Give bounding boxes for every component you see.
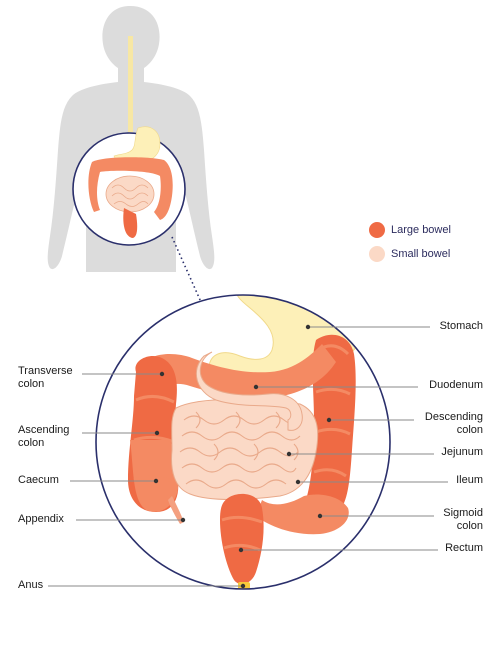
label-ileum: Ileum <box>456 474 483 486</box>
label-rectum: Rectum <box>445 542 483 554</box>
label-sigmoid-colon-line1: Sigmoid <box>443 507 483 519</box>
label-caecum: Caecum <box>18 474 59 486</box>
legend-small-bowel-label: Small bowel <box>391 248 451 260</box>
label-anus: Anus <box>18 579 44 591</box>
zoom-connector <box>171 236 202 303</box>
label-ascending-colon-line1: Ascending <box>18 424 70 436</box>
label-jejunum: Jejunum <box>441 446 483 458</box>
legend-small-bowel: Small bowel <box>369 246 450 262</box>
leader-lines <box>48 326 448 587</box>
leader-dots <box>153 324 332 589</box>
label-sigmoid-colon-line2: colon <box>456 520 483 532</box>
label-transverse-colon-line2: colon <box>18 378 45 390</box>
label-ascending-colon: Ascending colon <box>18 424 69 450</box>
label-ascending-colon-line2: colon <box>18 437 45 449</box>
label-duodenum: Duodenum <box>429 379 483 391</box>
label-appendix: Appendix <box>18 513 64 525</box>
legend-large-bowel: Large bowel <box>369 222 451 238</box>
detail-zoom-circle <box>95 294 391 590</box>
large-bowel-swatch-icon <box>369 222 385 238</box>
label-descending-colon-line1: Descending <box>424 411 483 423</box>
torso-zoom-circle <box>72 126 186 246</box>
label-transverse-colon: Transverse colon <box>18 365 73 391</box>
label-sigmoid-colon: Sigmoid colon <box>443 507 483 533</box>
small-bowel-swatch-icon <box>369 246 385 262</box>
label-stomach: Stomach <box>439 320 483 332</box>
label-transverse-colon-line1: Transverse <box>18 365 73 377</box>
legend-large-bowel-label: Large bowel <box>391 224 451 236</box>
label-descending-colon: Descending colon <box>425 411 483 437</box>
label-descending-colon-line2: colon <box>456 424 483 436</box>
